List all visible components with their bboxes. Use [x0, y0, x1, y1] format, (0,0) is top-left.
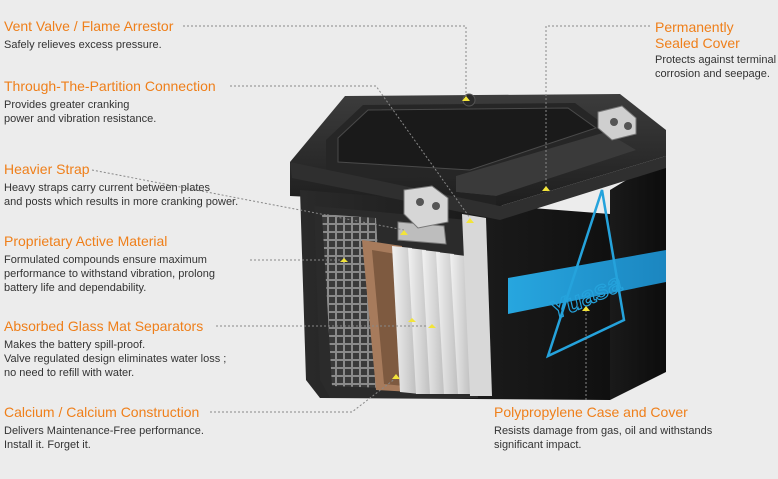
callout-line: Formulated compounds ensure maximum [4, 254, 207, 266]
label-stripe [508, 250, 666, 314]
front-top-edge [290, 156, 666, 220]
callout-line: battery life and dependability. [4, 282, 147, 294]
callout-title: Polypropylene Case and Cover [494, 404, 688, 420]
callout-calcium-construction: Calcium / Calcium Construction Delivers … [4, 404, 204, 452]
callout-through-partition: Through-The-Partition Connection Provide… [4, 78, 216, 126]
marker-agm [428, 324, 436, 328]
positive-terminal [597, 105, 637, 141]
cutaway-section [314, 93, 492, 398]
separator-strip [462, 214, 492, 396]
callout-title: Permanently Sealed Cover [655, 19, 776, 51]
callout-line: Safely relieves excess pressure. [4, 39, 162, 51]
callout-title: Heavier Strap [4, 161, 90, 177]
callout-description: Provides greater cranking power and vibr… [4, 98, 216, 126]
callout-description: Delivers Maintenance-Free performance. I… [4, 424, 204, 452]
cover-rim [337, 107, 598, 171]
leader-cover [545, 25, 650, 190]
callout-line: Protects against terminal [655, 54, 777, 66]
callout-title-line: Permanently [655, 19, 734, 35]
callout-description: Safely relieves excess pressure. [4, 38, 173, 52]
callout-line: performance to withstand vibration, prol… [4, 268, 215, 280]
callout-sealed-cover: Permanently Sealed Cover Protects agains… [655, 19, 776, 81]
callout-line: no need to refill with water. [4, 367, 135, 379]
callout-line: significant impact. [494, 439, 582, 451]
callout-description: Heavy straps carry current between plate… [4, 181, 238, 209]
marker-case [582, 306, 590, 311]
callout-title: Proprietary Active Material [4, 233, 168, 249]
leader-strap [91, 169, 405, 231]
callout-line: Delivers Maintenance-Free performance. [4, 425, 204, 437]
callout-line: Valve regulated design eliminates water … [4, 353, 227, 365]
callout-description: Protects against terminal corrosion and … [655, 53, 776, 81]
callout-line: Resists damage from gas, oil and withsta… [494, 425, 713, 437]
marker-vent [462, 96, 470, 101]
callout-title-line: Sealed Cover [655, 35, 740, 51]
callout-line: corrosion and seepage. [655, 68, 770, 80]
callout-line: Heavy straps carry current between plate… [4, 182, 211, 194]
callout-title: Absorbed Glass Mat Separators [4, 318, 204, 334]
leader-through [230, 85, 471, 219]
callout-line: power and vibration resistance. [4, 113, 157, 125]
callout-title: Vent Valve / Flame Arrestor [4, 18, 174, 34]
plate-stack [392, 246, 474, 394]
callout-vent-valve: Vent Valve / Flame Arrestor Safely relie… [4, 18, 173, 52]
leader-vent [183, 25, 467, 96]
pointer-markers [340, 96, 590, 379]
marker-strap [400, 230, 408, 235]
callout-description: Resists damage from gas, oil and withsta… [494, 424, 712, 452]
callout-polypropylene-case: Polypropylene Case and Cover Resists dam… [494, 404, 712, 452]
marker-cover [542, 186, 550, 191]
marker-calcium [392, 374, 400, 379]
marker-material-2 [408, 318, 416, 322]
callout-line: Makes the battery spill-proof. [4, 339, 146, 351]
leader-lines [91, 25, 650, 413]
callout-heavier-strap: Heavier Strap Heavy straps carry current… [4, 161, 238, 209]
callout-description: Formulated compounds ensure maximum perf… [4, 253, 215, 295]
marker-through [466, 218, 474, 223]
callout-title: Calcium / Calcium Construction [4, 404, 200, 420]
leader-calcium [210, 377, 397, 413]
negative-terminal [403, 185, 449, 229]
callout-line: Provides greater cranking [4, 99, 130, 111]
marker-material [340, 258, 348, 262]
callout-active-material: Proprietary Active Material Formulated c… [4, 233, 215, 295]
callout-title: Through-The-Partition Connection [4, 78, 216, 94]
callout-description: Makes the battery spill-proof. Valve reg… [4, 338, 226, 380]
callout-line: and posts which results in more cranking… [4, 196, 239, 208]
callout-line: Install it. Forget it. [4, 439, 91, 451]
callout-agm-separators: Absorbed Glass Mat Separators Makes the … [4, 318, 226, 380]
